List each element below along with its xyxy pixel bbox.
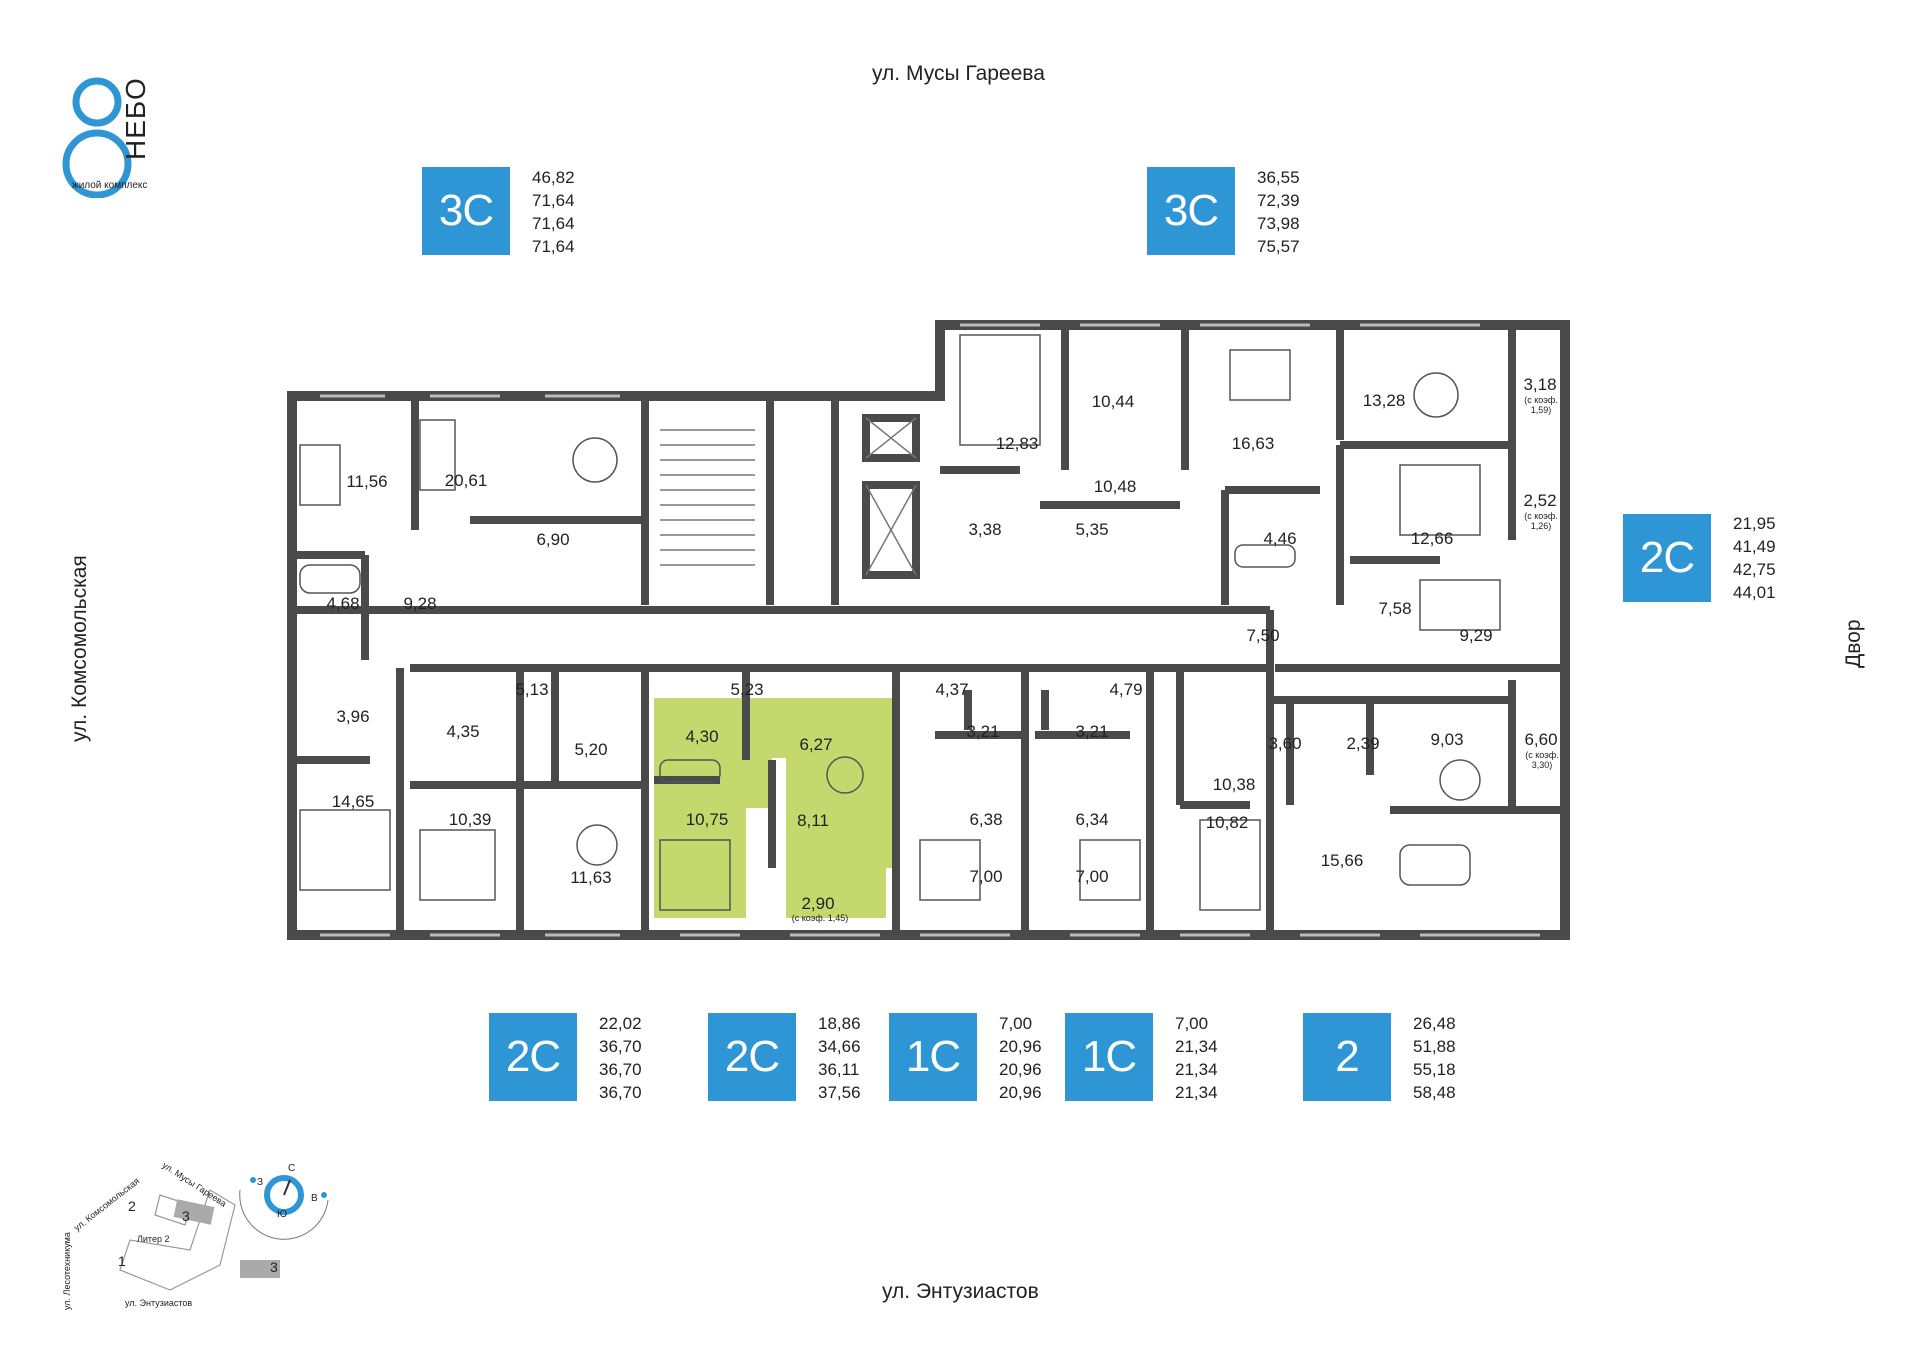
- room-area: 5,35: [1075, 520, 1109, 539]
- room-area: 10,39: [448, 810, 492, 829]
- minimap-street-entuziastov: ул. Энтузиастов: [125, 1298, 193, 1308]
- apartment-badge-bottom-3[interactable]: 1С: [889, 1013, 977, 1101]
- room-area: 10,75: [685, 810, 729, 829]
- room-area: 6,27: [799, 735, 833, 754]
- room-area: 3,96: [336, 707, 370, 726]
- room-area: 10,48: [1093, 477, 1137, 496]
- apartment-badge-right[interactable]: 2С: [1623, 514, 1711, 602]
- room-area: 10,82: [1205, 813, 1249, 832]
- compass-west: З: [257, 1177, 264, 1188]
- room-area: 7,00: [1075, 867, 1109, 886]
- room-area: 20,61: [444, 471, 488, 490]
- room-area: 10,38: [1212, 775, 1256, 794]
- room-area: 7,00: [969, 867, 1003, 886]
- room-coef-note: (с коэф. 3,30): [1525, 750, 1559, 770]
- room-area: 4,68: [326, 594, 360, 613]
- apartment-badge-bottom-2[interactable]: 2С: [708, 1013, 796, 1101]
- minimap-legend-3: 3: [270, 1259, 278, 1275]
- minimap-litera: Литер 2: [137, 1234, 170, 1244]
- room-area: 3,38: [968, 520, 1002, 539]
- room-area: 3,21: [966, 722, 1000, 741]
- room-area: 12,83: [995, 434, 1039, 453]
- logo-icon: [62, 77, 132, 198]
- room-area: 12,66: [1410, 529, 1454, 548]
- room-area: 7,50: [1246, 626, 1280, 645]
- apartment-badge-bottom-5[interactable]: 2: [1303, 1013, 1391, 1101]
- room-area: 16,63: [1231, 434, 1275, 453]
- street-top: ул. Мусы Гареева: [872, 62, 1045, 85]
- room-area: 15,66: [1320, 851, 1364, 870]
- logo-tagline: жилой комплекс: [72, 180, 148, 191]
- room-area: 6,34: [1075, 810, 1109, 829]
- room-area: 2,52: [1523, 491, 1557, 510]
- minimap-section-1: 1: [118, 1253, 126, 1269]
- room-area: 4,30: [685, 727, 719, 746]
- minimap-street-lesotehnikuma: ул. Лесотехникума: [62, 1232, 72, 1310]
- room-area: 7,58: [1378, 599, 1412, 618]
- room-area: 9,03: [1430, 730, 1464, 749]
- room-area: 9,28: [403, 594, 437, 613]
- room-coef-note: (с коэф. 1,59): [1524, 395, 1558, 415]
- room-coef-note: (с коэф. 1,45): [791, 913, 849, 923]
- room-area: 9,29: [1459, 626, 1493, 645]
- apartment-badge-bottom-1[interactable]: 2С: [489, 1013, 577, 1101]
- room-area: 4,46: [1263, 529, 1297, 548]
- room-area: 2,39: [1346, 734, 1380, 753]
- room-area: 10,44: [1091, 392, 1135, 411]
- room-area: 6,38: [969, 810, 1003, 829]
- site-minimap: [119, 1175, 329, 1291]
- room-area: 5,23: [730, 680, 764, 699]
- room-area: 4,79: [1109, 680, 1143, 699]
- room-area: 5,20: [574, 740, 608, 759]
- minimap-section-2: 2: [128, 1198, 136, 1214]
- apartment-badge-top-center[interactable]: 3С: [1147, 167, 1235, 255]
- room-area: 14,65: [331, 792, 375, 811]
- room-area: 5,13: [515, 680, 549, 699]
- room-area: 8,11: [797, 811, 829, 830]
- street-bottom: ул. Энтузиастов: [882, 1280, 1039, 1303]
- room-area: 6,60: [1524, 730, 1558, 749]
- room-area: 2,90: [801, 894, 835, 913]
- room-area: 6,90: [536, 530, 570, 549]
- room-area: 3,60: [1268, 734, 1302, 753]
- compass-south: Ю: [277, 1209, 288, 1220]
- room-area: 11,63: [570, 868, 612, 887]
- room-coef-note: (с коэф. 1,26): [1524, 511, 1558, 531]
- room-area: 11,56: [346, 472, 388, 491]
- apartment-badge-bottom-4[interactable]: 1С: [1065, 1013, 1153, 1101]
- room-area: 4,37: [935, 680, 969, 699]
- room-area: 4,35: [446, 722, 480, 741]
- compass-north: С: [288, 1163, 296, 1174]
- compass-east: В: [311, 1193, 318, 1204]
- room-area: 3,21: [1075, 722, 1109, 741]
- highlighted-apartment: [654, 698, 896, 918]
- room-area: 3,18: [1523, 375, 1557, 394]
- minimap-section-3: 3: [182, 1208, 190, 1224]
- room-area: 13,28: [1362, 391, 1406, 410]
- apartment-badge-top-left[interactable]: 3С: [422, 167, 510, 255]
